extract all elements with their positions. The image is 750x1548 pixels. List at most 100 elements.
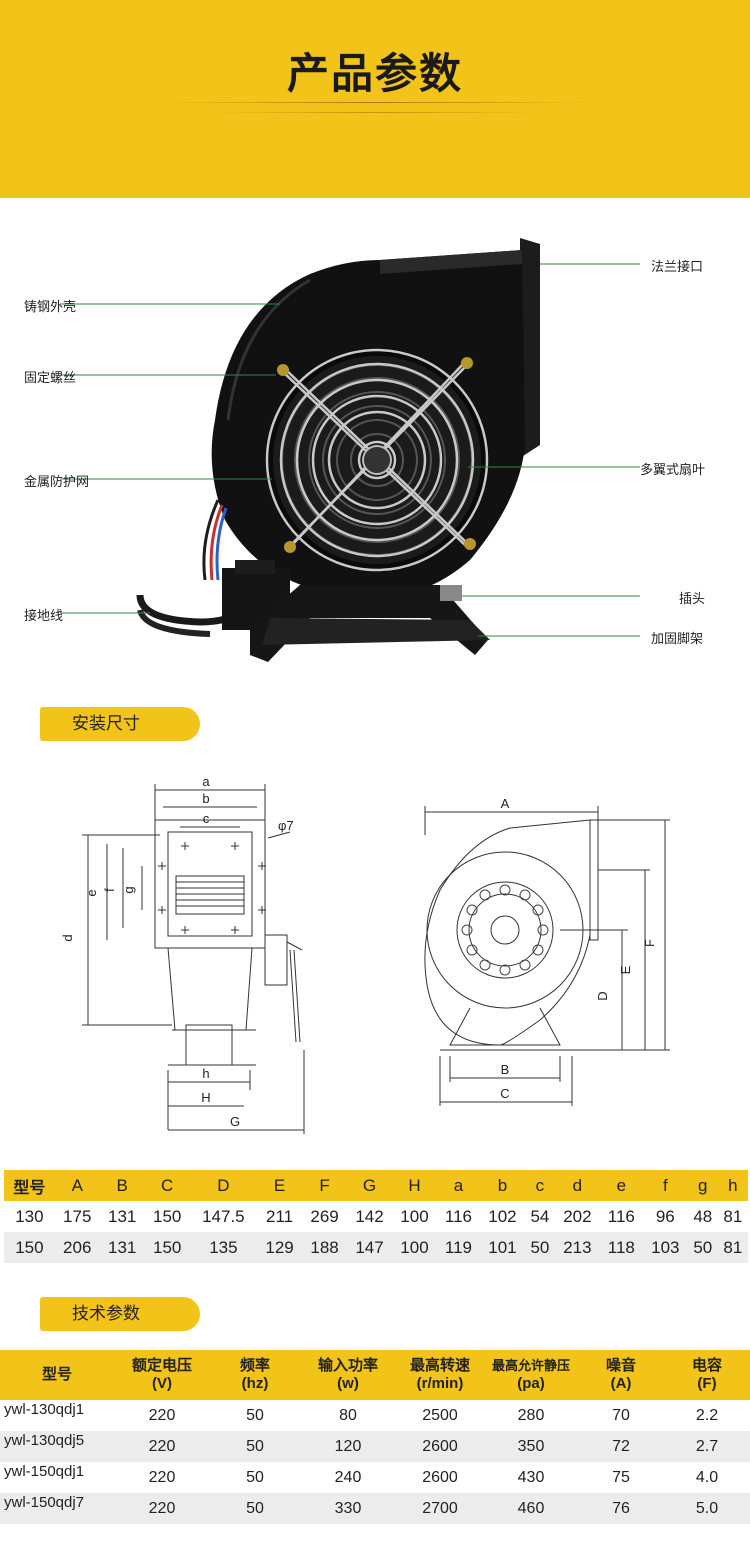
table-row: ywl-130qdj1 220 50 80 2500 280 70 2.2: [0, 1400, 750, 1431]
dim-label-e: e: [84, 889, 99, 896]
table-cell: 330: [300, 1493, 396, 1524]
callout-fixing-screw: 固定螺丝: [24, 371, 77, 386]
table-cell: 220: [114, 1431, 210, 1462]
table-cell: 220: [114, 1400, 210, 1431]
callout-metal-guard: 金属防护网: [24, 475, 90, 490]
table-cell: 460: [484, 1493, 578, 1524]
title-divider: [160, 102, 590, 103]
table-cell: 188: [302, 1232, 348, 1263]
dim-header: e: [599, 1170, 643, 1201]
dim-label-D: D: [595, 991, 610, 1000]
table-cell: 135: [189, 1232, 258, 1263]
table-cell: 116: [436, 1201, 480, 1232]
callout-flange-port: 法兰接口: [651, 260, 704, 275]
callout-plug: 插头: [679, 592, 706, 607]
product-illustration-section: 铸钢外壳 固定螺丝 金属防护网 接地线 法兰接口 多翼式扇叶 插头 加固脚架: [0, 200, 750, 690]
table-cell: 220: [114, 1493, 210, 1524]
dim-header: H: [392, 1170, 437, 1201]
table-cell: 50: [210, 1493, 300, 1524]
table-cell: 147.5: [189, 1201, 258, 1232]
table-cell: 131: [99, 1201, 145, 1232]
table-cell: 50: [210, 1431, 300, 1462]
table-cell: 102: [479, 1201, 525, 1232]
table-cell: 175: [54, 1201, 100, 1232]
table-cell: 350: [484, 1431, 578, 1462]
table-cell: 119: [436, 1232, 480, 1263]
dim-header: g: [687, 1170, 718, 1201]
tech-header-voltage: 额定电压(V): [114, 1350, 210, 1400]
table-cell: 50: [687, 1232, 718, 1263]
dim-header: a: [436, 1170, 480, 1201]
table-cell: 211: [257, 1201, 303, 1232]
technical-drawings: a b c φ7 d e f g h H G A B C D E F: [60, 774, 670, 1134]
dim-header-model: 型号: [4, 1170, 55, 1201]
dim-label-a: a: [202, 774, 210, 789]
dimension-drawings: a b c φ7 d e f g h H G A B C D E F: [0, 760, 750, 1160]
table-cell: 54: [524, 1201, 555, 1232]
table-cell: 100: [392, 1232, 437, 1263]
table-cell: ywl-150qdj7: [0, 1493, 114, 1524]
dim-label-B: B: [501, 1062, 510, 1077]
table-cell: 50: [210, 1462, 300, 1493]
dim-header: A: [54, 1170, 100, 1201]
table-cell: 76: [578, 1493, 664, 1524]
dim-label-phi: φ7: [278, 818, 294, 833]
dim-label-E: E: [618, 965, 633, 974]
dim-label-f: f: [102, 888, 117, 892]
table-cell: 96: [642, 1201, 688, 1232]
dim-label-d: d: [60, 934, 75, 941]
table-cell: 5.0: [664, 1493, 750, 1524]
title-divider-secondary: [210, 112, 540, 113]
table-cell: 48: [687, 1201, 718, 1232]
table-cell: 75: [578, 1462, 664, 1493]
table-cell: 129: [257, 1232, 303, 1263]
table-cell: 120: [300, 1431, 396, 1462]
table-row: 150 206 131 150 135 129 188 147 100 119 …: [4, 1232, 748, 1263]
dim-header: C: [144, 1170, 190, 1201]
table-cell: 101: [479, 1232, 525, 1263]
dim-header: c: [524, 1170, 555, 1201]
table-cell: 116: [599, 1201, 643, 1232]
dim-header: G: [347, 1170, 392, 1201]
table-cell: 430: [484, 1462, 578, 1493]
tech-header-model: 型号: [0, 1350, 114, 1400]
table-cell: 70: [578, 1400, 664, 1431]
table-row: ywl-150qdj1 220 50 240 2600 430 75 4.0: [0, 1462, 750, 1493]
dim-label-A: A: [501, 796, 510, 811]
tech-header-capacitor: 电容(F): [664, 1350, 750, 1400]
dim-label-b: b: [202, 791, 209, 806]
callout-reinforced-stand: 加固脚架: [651, 632, 704, 647]
dimension-table: 型号 A B C D E F G H a b c d e f g h 130 1…: [4, 1170, 748, 1263]
dim-label-F: F: [642, 939, 657, 947]
dim-label-G: G: [230, 1114, 240, 1129]
tech-header-pressure: 最高允许静压(pa): [484, 1350, 578, 1400]
table-cell: 80: [300, 1400, 396, 1431]
section-tag-install-dimensions: 安装尺寸: [40, 707, 200, 741]
table-cell: ywl-150qdj1: [0, 1462, 114, 1493]
dim-label-c: c: [203, 811, 210, 826]
table-cell: 220: [114, 1462, 210, 1493]
dim-header: f: [642, 1170, 688, 1201]
table-cell: 50: [524, 1232, 555, 1263]
tech-header-speed: 最高转速(r/min): [396, 1350, 484, 1400]
table-cell: 269: [302, 1201, 348, 1232]
table-cell: 280: [484, 1400, 578, 1431]
dimension-table-header: 型号 A B C D E F G H a b c d e f g h: [4, 1170, 748, 1201]
table-cell: 50: [210, 1400, 300, 1431]
table-cell: 213: [554, 1232, 600, 1263]
tech-header-power: 输入功率(w): [300, 1350, 396, 1400]
dim-header: b: [479, 1170, 525, 1201]
table-cell: 100: [392, 1201, 437, 1232]
dim-header: d: [554, 1170, 600, 1201]
table-cell: 103: [642, 1232, 688, 1263]
callout-cast-steel-shell: 铸钢外壳: [24, 300, 77, 315]
tech-table-header: 型号 额定电压(V) 频率(hz) 输入功率(w) 最高转速(r/min) 最高…: [0, 1350, 750, 1400]
table-cell: 131: [99, 1232, 145, 1263]
dim-header: F: [302, 1170, 348, 1201]
table-cell: 150: [4, 1232, 55, 1263]
section-tag-tech-specs: 技术参数: [40, 1297, 200, 1331]
table-cell: 81: [717, 1232, 748, 1263]
dim-header: D: [189, 1170, 258, 1201]
table-cell: ywl-130qdj5: [0, 1431, 114, 1462]
table-cell: 2600: [396, 1431, 484, 1462]
